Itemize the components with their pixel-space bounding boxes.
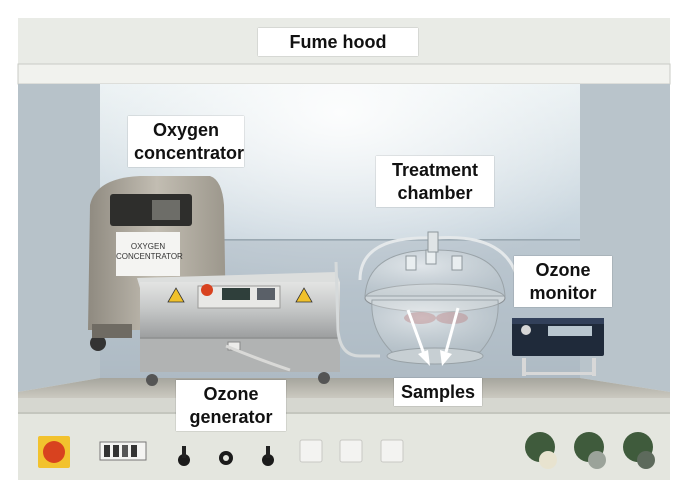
device-sticker: OXYGEN CONCENTRATOR	[116, 242, 183, 261]
left-side-wall	[18, 84, 100, 392]
label-treatment-line-1: Treatment	[391, 160, 479, 180]
label-treatment-chamber: Treatment chamber	[376, 156, 494, 207]
label-oxygen-line-1: Oxygen	[152, 120, 220, 140]
treatment-chamber-device	[364, 231, 506, 365]
sticker-line-2: CONCENTRATOR	[116, 251, 183, 261]
label-oxygen-concentrator: Oxygen concentrator	[128, 116, 244, 167]
label-generator-line-1: Ozone	[203, 384, 259, 404]
emergency-stop-knob	[43, 441, 65, 463]
sample-arrows	[406, 307, 460, 366]
label-fume-hood: Fume hood	[258, 28, 418, 56]
panel-switches	[178, 446, 274, 466]
label-samples-text: Samples	[400, 382, 476, 402]
sticker-line-1: OXYGEN	[130, 242, 166, 251]
label-fume-hood-text: Fume hood	[289, 32, 387, 52]
ozone-monitor-device	[512, 318, 604, 376]
ozone-generator-device	[137, 272, 340, 386]
label-generator-line-2: generator	[189, 406, 273, 427]
work-surface	[18, 378, 670, 400]
label-ozone-monitor: Ozone monitor	[514, 256, 612, 307]
label-monitor-line-2: monitor	[529, 282, 597, 303]
label-samples: Samples	[394, 378, 482, 406]
label-ozone-generator: Ozone generator	[176, 380, 286, 431]
label-treatment-line-2: chamber	[397, 182, 473, 203]
label-monitor-line-1: Ozone	[535, 260, 591, 280]
gas-valves	[525, 432, 655, 469]
label-oxygen-line-2: concentrator	[134, 142, 245, 163]
right-side-wall	[580, 84, 670, 392]
